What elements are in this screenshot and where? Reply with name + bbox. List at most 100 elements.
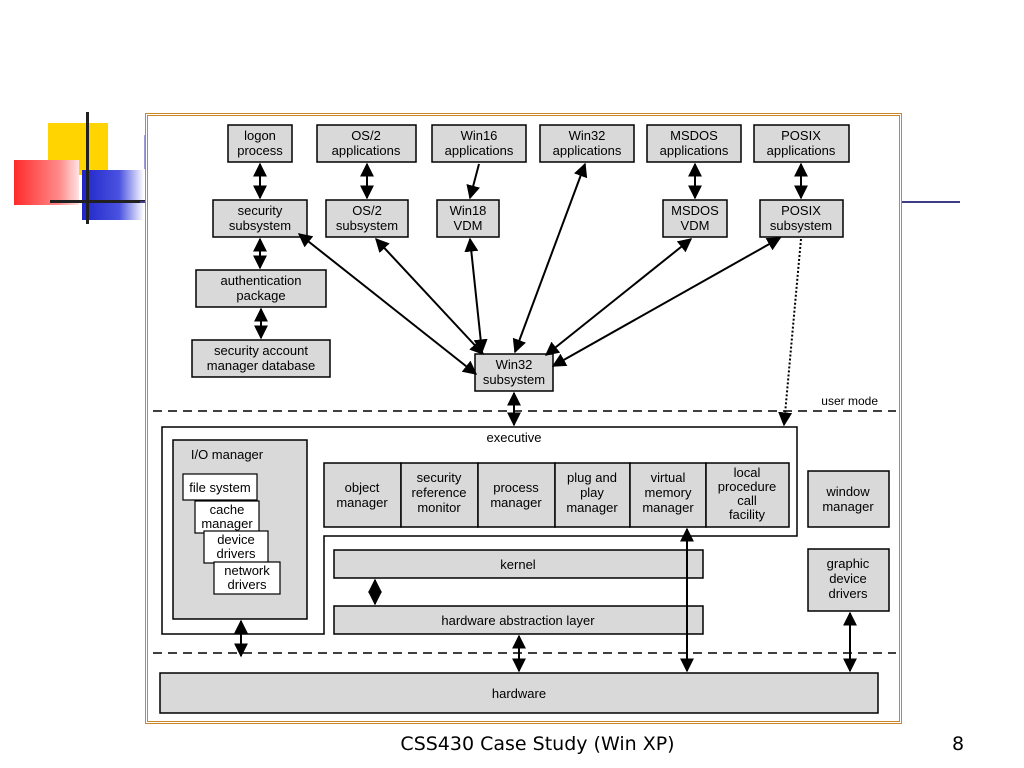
svg-text:applications: applications <box>660 143 729 158</box>
svg-text:OS/2: OS/2 <box>351 128 381 143</box>
hardware-box: hardware <box>159 672 879 714</box>
window-manager-box: window manager <box>807 470 890 528</box>
win32-subsystem-box: Win32 subsystem <box>474 353 554 392</box>
logon-line2: process <box>237 143 283 158</box>
svg-text:manager database: manager database <box>207 358 315 373</box>
posix-subsystem-box: POSIX subsystem <box>759 199 844 238</box>
os2-subsystem-box: OS/2 subsystem <box>325 199 409 238</box>
architecture-figure: logon process OS/2 applications Win16 ap… <box>145 113 902 724</box>
slide-footer: CSS430 Case Study (Win XP) <box>400 733 675 755</box>
win18-vdm-box: Win18 VDM <box>436 199 500 238</box>
svg-text:monitor: monitor <box>417 500 461 515</box>
arrow-win16-vdm <box>466 163 480 200</box>
svg-text:drivers: drivers <box>227 577 267 592</box>
svg-text:applications: applications <box>332 143 401 158</box>
posix-applications-box: POSIX applications <box>753 124 850 163</box>
svg-text:facility: facility <box>729 507 766 522</box>
kernel-box: kernel <box>333 549 704 579</box>
arrow-msdosvdm-win32 <box>544 238 693 356</box>
svg-text:manager: manager <box>566 500 618 515</box>
object-manager-box: object manager <box>323 462 402 528</box>
svg-text:file system: file system <box>189 480 250 495</box>
svg-text:Win16: Win16 <box>461 128 498 143</box>
svg-text:window: window <box>825 484 870 499</box>
hal-box: hardware abstraction layer <box>333 605 704 635</box>
architecture-diagram: logon process OS/2 applications Win16 ap… <box>153 124 896 714</box>
svg-text:POSIX: POSIX <box>781 128 821 143</box>
svg-text:MSDOS: MSDOS <box>670 128 718 143</box>
svg-text:virtual: virtual <box>651 470 686 485</box>
msdos-vdm-box: MSDOS VDM <box>662 199 728 238</box>
svg-text:Win18: Win18 <box>450 203 487 218</box>
authentication-package-box: authentication package <box>195 269 327 308</box>
svg-text:kernel: kernel <box>500 557 536 572</box>
svg-text:hardware: hardware <box>492 686 546 701</box>
svg-text:object: object <box>345 480 380 495</box>
svg-text:VDM: VDM <box>454 218 483 233</box>
svg-text:local: local <box>734 465 761 480</box>
svg-text:procedure: procedure <box>718 479 777 494</box>
svg-text:hardware abstraction layer: hardware abstraction layer <box>441 613 595 628</box>
svg-text:manager: manager <box>490 495 542 510</box>
crosshair-vertical <box>86 112 89 224</box>
device-drivers-box: device drivers <box>203 530 269 564</box>
page-number: 8 <box>952 733 965 755</box>
red-square <box>14 160 79 205</box>
local-procedure-call-facility-box: local procedure call facility <box>705 462 790 528</box>
io-manager-box: I/O manager file system cache manager de… <box>172 439 308 620</box>
svg-text:Win32: Win32 <box>569 128 606 143</box>
svg-text:security account: security account <box>214 343 308 358</box>
svg-text:VDM: VDM <box>681 218 710 233</box>
svg-text:package: package <box>236 288 285 303</box>
svg-text:subsystem: subsystem <box>770 218 832 233</box>
security-account-manager-database-box: security account manager database <box>191 339 331 378</box>
arrow-win32apps-win32 <box>512 162 588 354</box>
svg-text:MSDOS: MSDOS <box>671 203 719 218</box>
svg-text:applications: applications <box>445 143 514 158</box>
svg-text:security: security <box>417 470 462 485</box>
svg-text:device: device <box>829 571 867 586</box>
user-mode-arrows <box>253 162 808 427</box>
win32-applications-box: Win32 applications <box>539 124 635 163</box>
plug-and-play-manager-box: plug and play manager <box>554 462 631 528</box>
executive-components: object manager security reference monito… <box>323 462 790 528</box>
svg-text:security: security <box>238 203 283 218</box>
process-manager-box: process manager <box>477 462 556 528</box>
svg-text:process: process <box>493 480 539 495</box>
svg-text:call: call <box>737 493 757 508</box>
win16-applications-box: Win16 applications <box>431 124 527 163</box>
security-reference-monitor-box: security reference monitor <box>400 462 479 528</box>
arrow-posix-win32 <box>551 237 782 367</box>
svg-text:graphic: graphic <box>827 556 870 571</box>
svg-text:drivers: drivers <box>828 586 868 601</box>
user-mode-label: user mode <box>821 394 878 408</box>
svg-text:applications: applications <box>553 143 622 158</box>
virtual-memory-manager-box: virtual memory manager <box>629 462 707 528</box>
svg-text:reference: reference <box>412 485 467 500</box>
svg-text:applications: applications <box>767 143 836 158</box>
svg-text:drivers: drivers <box>216 546 256 561</box>
executive-label: executive <box>487 430 542 445</box>
svg-text:POSIX: POSIX <box>781 203 821 218</box>
svg-text:I/O manager: I/O manager <box>191 447 264 462</box>
network-drivers-box: network drivers <box>213 561 281 595</box>
svg-text:OS/2: OS/2 <box>352 203 382 218</box>
svg-text:manager: manager <box>336 495 388 510</box>
svg-text:cache: cache <box>210 502 245 517</box>
svg-text:Win32: Win32 <box>496 357 533 372</box>
svg-text:subsystem: subsystem <box>483 372 545 387</box>
logon-line1: logon <box>244 128 276 143</box>
security-subsystem-box: security subsystem <box>212 199 308 238</box>
arrow-vdm-win32 <box>464 237 488 354</box>
file-system-box: file system <box>182 473 258 501</box>
svg-text:manager: manager <box>822 499 874 514</box>
svg-text:play: play <box>580 485 604 500</box>
kernel-mode-arrows <box>234 527 857 673</box>
graphic-device-drivers-box: graphic device drivers <box>807 548 890 612</box>
arrow-posix-executive <box>778 238 802 427</box>
svg-text:manager: manager <box>201 516 253 531</box>
svg-text:plug and: plug and <box>567 470 617 485</box>
crosshair-horizontal <box>50 200 150 203</box>
svg-text:manager: manager <box>642 500 694 515</box>
cache-manager-box: cache manager <box>194 500 260 534</box>
